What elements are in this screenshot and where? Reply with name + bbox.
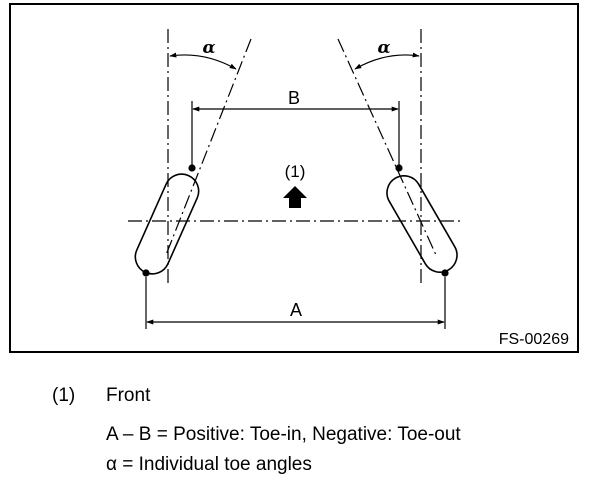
left-front-point [188, 164, 196, 172]
right-alpha-arc [354, 52, 420, 70]
left-wheel [134, 29, 252, 287]
right-wheel [337, 29, 458, 287]
right-tire-outline [386, 175, 458, 273]
left-rear-point [142, 269, 150, 277]
dimension-a: A [145, 277, 446, 329]
figure-id: FS-00269 [499, 331, 569, 348]
left-wheel-direction-line [165, 38, 252, 256]
left-alpha-label: α [202, 38, 215, 58]
right-front-point [395, 164, 403, 172]
front-marker-label: (1) [285, 162, 306, 181]
left-alpha-arc [169, 52, 237, 70]
toe-alignment-diagram: α α B A (1) FS-00269 [128, 29, 569, 348]
legend-item-number: (1) [52, 385, 76, 406]
right-alpha-label: α [377, 38, 390, 58]
legend-formula: A – B = Positive: Toe-in, Negative: Toe-… [106, 424, 461, 445]
right-wheel-direction-line [337, 38, 437, 256]
right-rear-point [441, 269, 449, 277]
dimension-b: B [191, 88, 400, 165]
b-label: B [288, 88, 300, 108]
diagram-frame: α α B A (1) FS-00269 [9, 3, 579, 353]
front-arrow-icon [283, 186, 307, 208]
legend-item-label: Front [106, 385, 151, 406]
a-label: A [290, 300, 302, 320]
legend-alpha-definition: α = Individual toe angles [106, 454, 312, 475]
